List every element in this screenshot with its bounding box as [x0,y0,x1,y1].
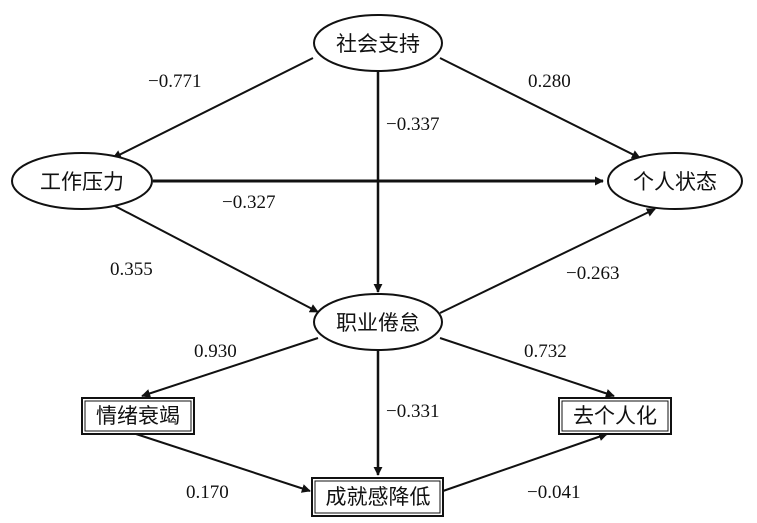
node-emotional-exhaustion-label: 情绪衰竭 [96,404,180,428]
edge-accomplishment-to-depersonalization [442,432,608,492]
coef-support-to-burnout: −0.337 [386,114,439,135]
coef-burnout-to-depersonalization: 0.732 [524,341,567,362]
node-work-stress-label: 工作压力 [40,170,124,194]
node-personal-state-label: 个人状态 [633,170,717,194]
edge-burnout-to-exhaustion [141,337,319,398]
node-reduced-accomplishment: 成就感降低 [311,477,444,517]
node-reduced-accomplishment-label: 成就感降低 [326,485,431,509]
coef-burnout-to-exhaustion: 0.930 [194,341,237,362]
node-burnout: 职业倦怠 [313,293,443,351]
coef-accomplishment-to-depersonalization: −0.041 [527,482,580,503]
node-social-support-label: 社会支持 [336,32,420,56]
coef-burnout-to-state: −0.263 [566,263,619,284]
edge-exhaustion-to-accomplishment [135,433,311,493]
node-work-stress: 工作压力 [11,152,153,210]
node-depersonalization-label: 去个人化 [573,404,657,428]
node-social-support: 社会支持 [313,14,443,72]
node-depersonalization: 去个人化 [558,397,672,435]
coef-burnout-to-accomplishment: −0.331 [386,401,439,422]
edge-labels: −0.771 0.280 −0.337 −0.327 0.355 −0.263 … [110,71,619,503]
edge-support-to-state [439,57,641,159]
node-emotional-exhaustion: 情绪衰竭 [81,397,195,435]
edge-burnout-to-depersonalization [439,337,615,398]
coef-support-to-state: 0.280 [528,71,571,92]
edges [112,57,656,493]
coef-stress-to-state: −0.327 [222,192,275,213]
edge-support-to-stress [112,57,314,159]
edge-stress-to-burnout [112,204,319,313]
coef-support-to-stress: −0.771 [148,71,201,92]
edge-burnout-to-state [439,208,656,314]
node-burnout-label: 职业倦怠 [336,311,420,335]
node-personal-state: 个人状态 [607,152,743,210]
coef-stress-to-burnout: 0.355 [110,259,153,280]
coef-exhaustion-to-accomplishment: 0.170 [186,482,229,503]
